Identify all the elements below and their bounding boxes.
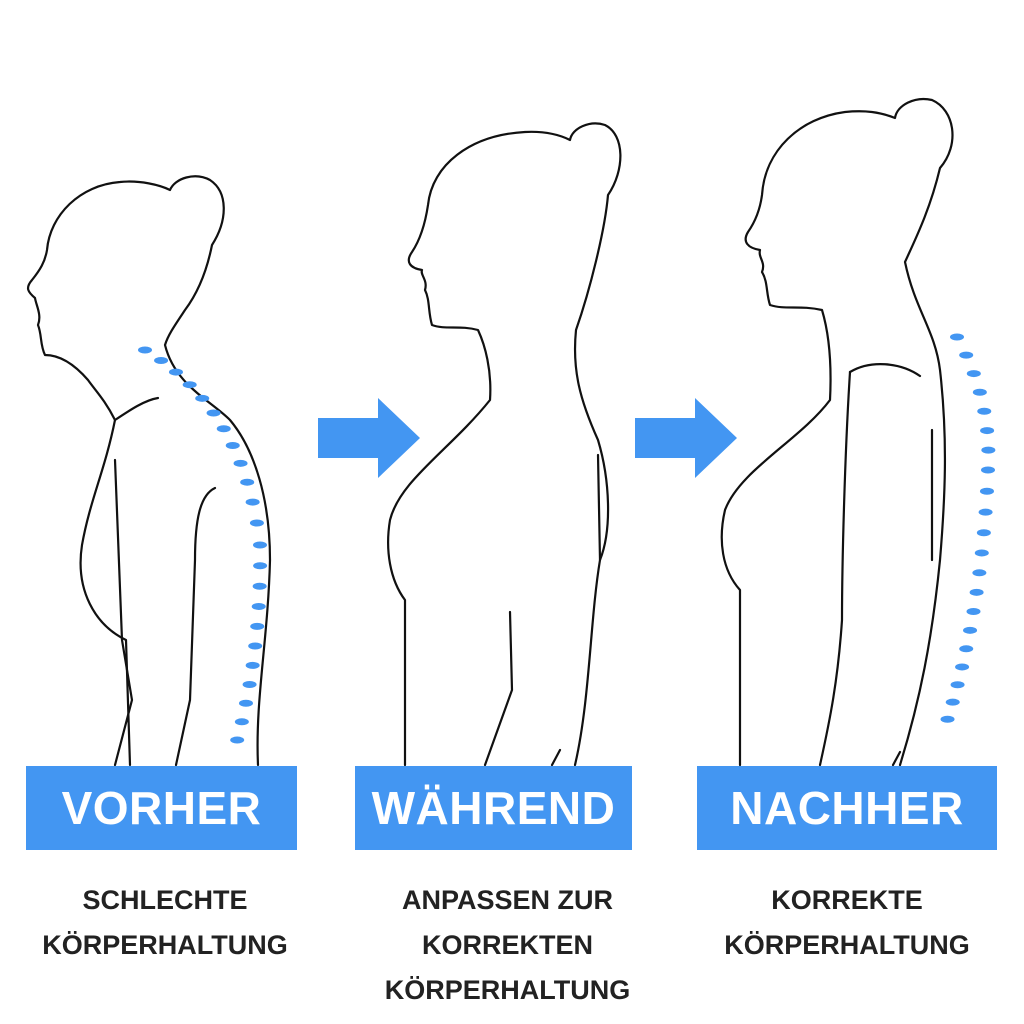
vertebra-dot <box>252 582 267 590</box>
vertebra-dot <box>182 381 197 389</box>
caption-before: SCHLECHTE KÖRPERHALTUNG <box>20 878 310 968</box>
vertebra-dot <box>966 608 981 615</box>
vertebra-dot <box>195 394 210 402</box>
vertebra-dot <box>253 541 267 549</box>
caption-line: ANPASSEN ZUR <box>401 885 614 915</box>
vertebra-dot <box>248 642 263 650</box>
vertebra-dot <box>249 519 264 527</box>
vertebra-dot <box>980 427 995 435</box>
vertebra-dot <box>959 645 974 653</box>
arrow-right-icon <box>318 398 420 478</box>
caption-line: KORREKTE <box>771 885 923 915</box>
vertebra-dot <box>977 407 992 415</box>
vertebra-dot <box>945 698 960 706</box>
vertebra-dot <box>168 368 183 376</box>
vertebra-dot <box>206 409 221 417</box>
vertebra-dot <box>242 680 257 688</box>
caption-line: KÖRPERHALTUNG <box>384 975 631 1005</box>
vertebra-dot <box>250 622 265 630</box>
vertebra-dot <box>245 498 260 506</box>
stage-label-after: NACHHER <box>697 766 997 850</box>
figure-slouched <box>26 175 272 767</box>
vertebra-dot <box>251 602 266 610</box>
stage-label-during: WÄHREND <box>355 766 632 850</box>
caption-after: KORREKTE KÖRPERHALTUNG <box>697 878 997 968</box>
vertebra-dot <box>972 569 987 577</box>
vertebra-dot <box>981 446 996 454</box>
vertebra-dot <box>950 333 964 341</box>
vertebra-dot <box>940 715 955 723</box>
vertebra-dot <box>238 699 253 707</box>
vertebra-dot <box>216 425 231 433</box>
vertebra-dot <box>234 718 249 726</box>
vertebra-dot <box>154 357 169 365</box>
figure-correct <box>720 97 954 767</box>
vertebra-dot <box>978 508 993 516</box>
caption-line: KÖRPERHALTUNG <box>724 930 970 960</box>
vertebra-dot <box>981 466 995 474</box>
spine-dots-slouched <box>138 346 268 744</box>
figure-adjusting <box>387 122 622 767</box>
vertebra-dot <box>974 549 989 557</box>
caption-during: ANPASSEN ZUR KORREKTEN KÖRPERHALTUNG <box>355 878 660 1013</box>
vertebra-dot <box>233 459 248 467</box>
vertebra-dot <box>240 478 255 486</box>
caption-line: KÖRPERHALTUNG <box>42 930 288 960</box>
vertebra-dot <box>950 681 965 689</box>
vertebra-dot <box>138 346 152 354</box>
vertebra-dot <box>976 529 991 537</box>
vertebra-dot <box>972 388 987 396</box>
vertebra-dot <box>979 487 994 495</box>
vertebra-dot <box>245 661 260 669</box>
vertebra-dot <box>230 736 245 744</box>
vertebra-dot <box>969 588 984 596</box>
spine-dots-correct <box>940 333 996 723</box>
vertebra-dot <box>959 351 974 359</box>
vertebra-dot <box>963 626 978 634</box>
vertebra-dot <box>955 663 970 671</box>
arrow-right-icon <box>635 398 737 478</box>
stage-label-before: VORHER <box>26 766 297 850</box>
vertebra-dot <box>225 442 240 450</box>
caption-line: SCHLECHTE <box>82 885 248 915</box>
caption-line: KORREKTEN <box>421 930 593 960</box>
vertebra-dot <box>253 562 268 570</box>
vertebra-dot <box>966 370 981 378</box>
